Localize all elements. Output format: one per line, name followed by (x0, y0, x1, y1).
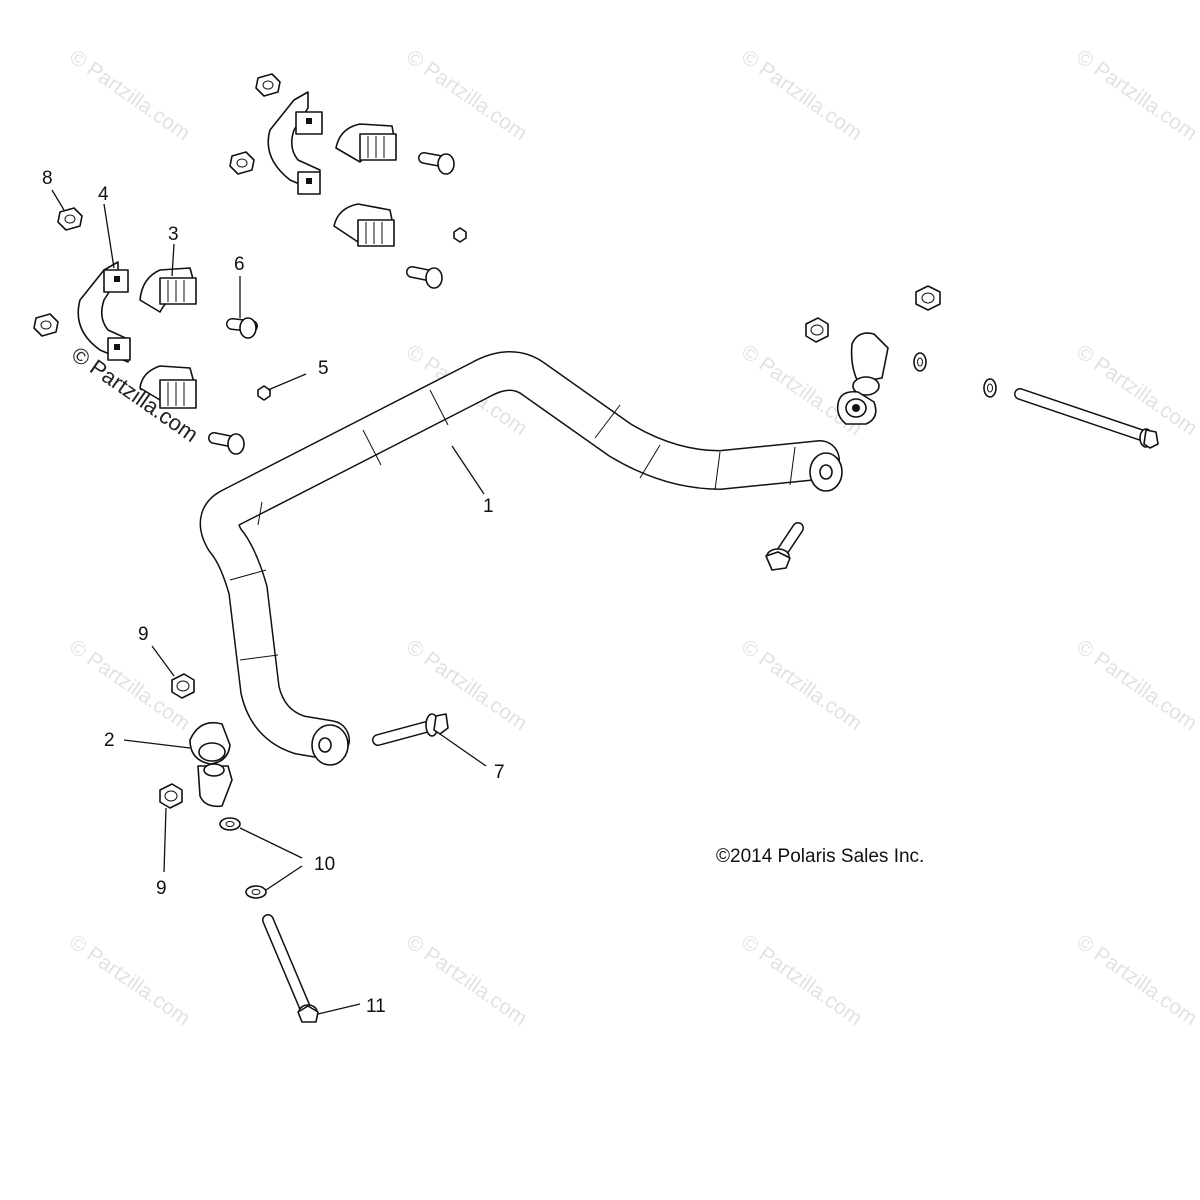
washer[interactable] (219, 817, 241, 831)
flange-nut[interactable] (805, 317, 829, 343)
watermark: © Partzilla.com (65, 930, 194, 1030)
watermark: © Partzilla.com (1072, 340, 1200, 440)
callout-5: 5 (318, 358, 329, 379)
callout-3: 3 (168, 224, 179, 245)
watermark: © Partzilla.com (402, 635, 531, 735)
watermark: © Partzilla.com (737, 635, 866, 735)
callout-1: 1 (483, 496, 494, 517)
bushing[interactable] (335, 123, 397, 163)
washer[interactable] (245, 885, 267, 899)
flange-nut[interactable] (915, 285, 941, 311)
stabilizer-bar[interactable] (199, 351, 843, 766)
bushing-bracket[interactable] (77, 261, 131, 363)
watermark: © Partzilla.com (402, 45, 531, 145)
washer[interactable] (983, 378, 997, 398)
carriage-bolt[interactable] (406, 266, 443, 289)
leader-lines (51, 189, 487, 1015)
long-bolt[interactable] (1014, 388, 1159, 449)
callout-4: 4 (98, 184, 109, 205)
watermark: © Partzilla.com (1072, 930, 1200, 1030)
watermark: © Partzilla.com (1072, 635, 1200, 735)
watermark: © Partzilla.com (737, 45, 866, 145)
flange-bolt[interactable] (372, 713, 449, 746)
callout-8: 8 (42, 168, 53, 189)
bushing-bracket[interactable] (267, 91, 323, 195)
small-nut[interactable] (257, 385, 271, 401)
callout-2: 2 (104, 730, 115, 751)
copyright-notice: ©2014 Polaris Sales Inc. (716, 846, 924, 867)
callout-9: 9 (138, 624, 149, 645)
flange-nut[interactable] (229, 151, 255, 175)
callout-10: 10 (314, 854, 335, 875)
washer[interactable] (913, 352, 927, 372)
small-nut[interactable] (453, 227, 467, 243)
bushing[interactable] (139, 365, 197, 409)
stabilizer-link[interactable] (836, 332, 889, 425)
flange-bolt[interactable] (765, 522, 804, 571)
flange-nut[interactable] (57, 207, 83, 231)
watermark: © Partzilla.com (737, 340, 866, 440)
callout-labels: 1 2 3 4 5 6 7 8 9 9 10 11 (42, 168, 505, 1017)
watermark: © Partzilla.com (65, 45, 194, 145)
callout-9: 9 (156, 878, 167, 899)
long-bolt[interactable] (262, 914, 319, 1023)
callout-11: 11 (366, 996, 386, 1017)
flange-nut[interactable] (159, 783, 183, 809)
watermark: © Partzilla.com (1072, 45, 1200, 145)
watermark: © Partzilla.com (402, 930, 531, 1030)
flange-nut[interactable] (171, 673, 195, 699)
watermark: © Partzilla.com (737, 930, 866, 1030)
stabilizer-link[interactable] (189, 721, 233, 808)
bushing[interactable] (139, 267, 197, 313)
carriage-bolt[interactable] (208, 432, 245, 455)
bushing[interactable] (333, 203, 395, 247)
carriage-bolt[interactable] (226, 317, 258, 339)
carriage-bolt[interactable] (418, 152, 455, 175)
callout-6: 6 (234, 254, 245, 275)
flange-nut[interactable] (33, 313, 59, 337)
flange-nut[interactable] (255, 73, 281, 97)
callout-7: 7 (494, 762, 505, 783)
